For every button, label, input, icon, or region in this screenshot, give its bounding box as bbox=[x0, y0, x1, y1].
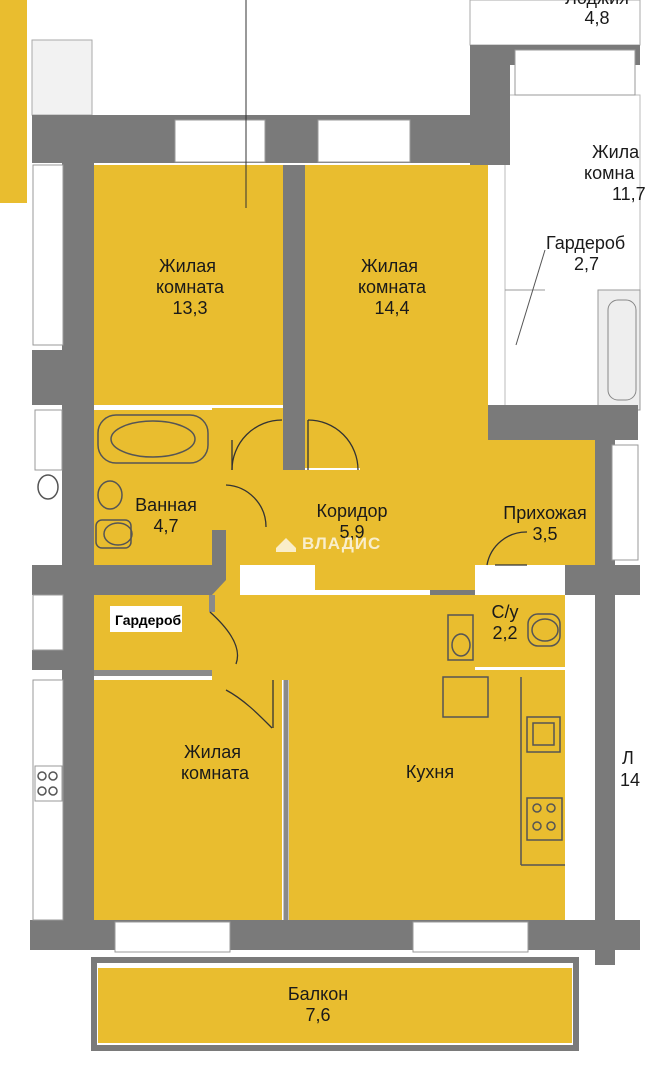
accent-bar bbox=[0, 0, 27, 203]
label-living-2-line2: комната bbox=[358, 277, 427, 297]
label-toilet-name: С/у bbox=[492, 602, 519, 622]
label-neighbor-living-area: 11,7 bbox=[612, 184, 646, 204]
label-kitchen-name: Кухня bbox=[406, 762, 454, 782]
room-toilet bbox=[475, 595, 565, 667]
house-logo-icon bbox=[276, 538, 296, 552]
label-neighbor-wardrobe-area: 2,7 bbox=[574, 254, 599, 274]
label-neighbor-loggia-name: Лоджия bbox=[565, 0, 629, 8]
label-bathroom-name: Ванная bbox=[135, 495, 197, 515]
label-bathroom-area: 4,7 bbox=[153, 516, 178, 536]
label-neighbor-loggia-area: 4,8 bbox=[584, 8, 609, 28]
label-living-2-line1: Жилая bbox=[361, 256, 418, 276]
label-living-2-area: 14,4 bbox=[374, 298, 409, 318]
balcony-frame bbox=[91, 957, 579, 1051]
label-corridor-name: Коридор bbox=[316, 501, 387, 521]
label-neighbor-wardrobe-name: Гардероб bbox=[546, 233, 625, 253]
label-balcony-area: 7,6 bbox=[305, 1005, 330, 1025]
room-balcony bbox=[98, 968, 572, 1043]
label-living-1-line1: Жилая bbox=[159, 256, 216, 276]
label-wardrobe-name: Гардероб bbox=[115, 612, 182, 628]
label-neighbor-living-line1: Жила bbox=[592, 142, 640, 162]
room-bathroom bbox=[94, 410, 212, 565]
label-living-1-line2: комната bbox=[156, 277, 225, 297]
label-toilet-area: 2,2 bbox=[492, 623, 517, 643]
label-neighbor-right-name: Л bbox=[622, 748, 634, 768]
label-balcony-name: Балкон bbox=[288, 984, 348, 1004]
label-living-3-line2: комната bbox=[181, 763, 250, 783]
room-living-1 bbox=[94, 165, 283, 405]
label-neighbor-right-area: 14 bbox=[620, 770, 640, 790]
label-living-1-name: Жилая комната bbox=[156, 256, 225, 297]
neighbor-outlines bbox=[31, 0, 641, 411]
doors bbox=[209, 419, 528, 729]
room-hallway bbox=[488, 440, 595, 565]
wardrobe-label-box bbox=[110, 606, 182, 632]
fixtures bbox=[34, 409, 639, 866]
room-living-2 bbox=[305, 165, 488, 468]
label-living-1-area: 13,3 bbox=[172, 298, 207, 318]
label-hallway-area: 3,5 bbox=[532, 524, 557, 544]
label-living-3-line1: Жилая bbox=[184, 742, 241, 762]
label-neighbor-living-name: Жила комна bbox=[584, 142, 644, 183]
watermark: ВЛАДИС bbox=[276, 534, 381, 553]
label-hallway-name: Прихожая bbox=[503, 503, 586, 523]
label-living-3-name: Жилая комната bbox=[181, 742, 250, 783]
walls bbox=[30, 45, 640, 965]
watermark-text: ВЛАДИС bbox=[302, 534, 381, 553]
label-living-2-name: Жилая комната bbox=[358, 256, 427, 297]
room-living-3 bbox=[94, 680, 282, 920]
label-neighbor-living-line2: комна bbox=[584, 163, 635, 183]
label-corridor-area: 5,9 bbox=[339, 522, 364, 542]
